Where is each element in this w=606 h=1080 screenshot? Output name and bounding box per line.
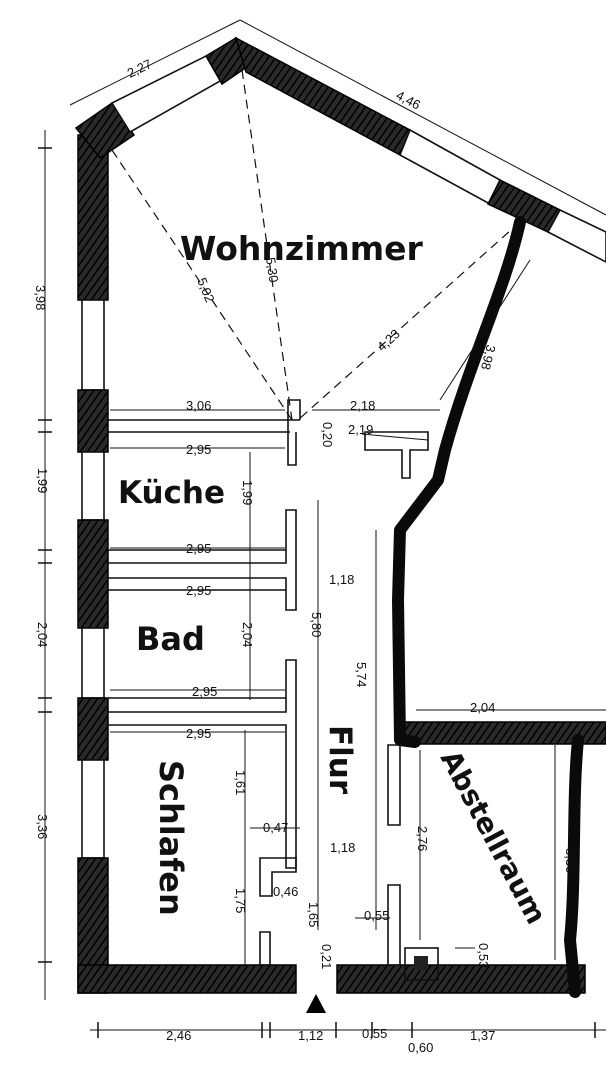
- dim-bottom-2-46: 2,46: [166, 1028, 191, 1043]
- window-far-right: [546, 208, 606, 263]
- wall-bottom-right: [336, 964, 586, 994]
- window-left-3: [81, 627, 105, 699]
- dim-kitchen-top: 3,06: [186, 398, 211, 413]
- wall-bottom-left: [77, 964, 297, 994]
- dim-door-1-18-a: 1,18: [329, 572, 354, 587]
- dim-bottom-1-37: 1,37: [470, 1028, 495, 1043]
- chimney: [404, 947, 439, 981]
- dim-left-wohnzimmer: 3,98: [33, 285, 48, 310]
- dim-bottom-1-12: 1,12: [298, 1028, 323, 1043]
- dim-diag-5-02: 5,02: [194, 276, 217, 305]
- dim-small-0-21: 0,21: [319, 944, 334, 969]
- room-label-schlafen: Schlafen: [152, 760, 190, 916]
- dim-small-0-53: 0,53: [476, 943, 491, 968]
- dim-bottom-0-60: 0,60: [408, 1040, 433, 1055]
- dim-abstell-3-30: 3,30: [563, 848, 578, 873]
- chimney-flue: [414, 956, 428, 970]
- dim-kitchen-wall-1: 2,95: [186, 442, 211, 457]
- dim-diag-4-23: 4,23: [374, 326, 403, 354]
- dim-flur-1-65: 1,65: [306, 902, 321, 927]
- room-label-flur: Flur: [322, 725, 358, 795]
- room-label-abstellraum: Abstellraum: [434, 745, 553, 930]
- wall-left-schlafen: [77, 697, 109, 761]
- wall-left-kitchen: [77, 389, 109, 453]
- partition-walls: [108, 399, 439, 981]
- dim-kitchen-wall-2: 2,95: [186, 541, 211, 556]
- dim-abstell-2-76: 2,76: [415, 826, 430, 851]
- dim-flur-5-74: 5,74: [354, 662, 369, 687]
- dim-bad-inner: 2,04: [240, 622, 255, 647]
- window-left-2: [81, 451, 105, 521]
- dim-gap-2-18: 2,18: [350, 398, 375, 413]
- dimension-lines: [44, 19, 606, 1031]
- dim-kueche-inner: 1,99: [240, 480, 255, 505]
- window-top-right: [398, 128, 502, 206]
- wall-corner-left: [74, 101, 136, 160]
- dim-schlafen-1-61: 1,61: [233, 770, 248, 795]
- dim-small-0-20: 0,20: [320, 422, 335, 447]
- wall-flur-heavy: [392, 216, 526, 748]
- room-label-wohnzimmer: Wohnzimmer: [180, 229, 424, 268]
- dim-right-3-98: 3,98: [478, 343, 499, 371]
- dim-bottom-0-55: 0,55: [362, 1026, 387, 1041]
- dim-top-left-wall: 2,27: [125, 56, 154, 81]
- dim-flur-5-80: 5,80: [309, 612, 324, 637]
- wall-abstell-heavy: [564, 734, 584, 998]
- dim-gap-2-19: 2,19: [348, 422, 373, 437]
- dim-small-0-55-a: 0,55: [364, 908, 389, 923]
- dim-schlafen-1-75: 1,75: [233, 888, 248, 913]
- dim-abstell-top: 2,04: [470, 700, 495, 715]
- outer-walls: [74, 36, 606, 994]
- room-label-bad: Bad: [136, 620, 205, 658]
- dim-small-0-46: 0,46: [273, 884, 298, 899]
- dim-small-0-47: 0,47: [263, 820, 288, 835]
- dim-diag-5-30: 5,30: [263, 256, 281, 283]
- room-label-kueche: Küche: [118, 475, 225, 511]
- dim-bad-wall-1: 2,95: [186, 583, 211, 598]
- dim-left-schlafen: 3,36: [35, 814, 50, 839]
- dim-bad-wall-2: 2,95: [192, 684, 217, 699]
- entrance-arrow-icon: [306, 994, 326, 1013]
- dim-door-1-18-b: 1,18: [330, 840, 355, 855]
- wall-left-upper: [77, 134, 109, 301]
- dim-left-kueche: 1,99: [35, 468, 50, 493]
- diagonal-dashes: [111, 69, 521, 421]
- dim-top-right-wall: 4,46: [394, 87, 423, 112]
- dim-left-bad: 2,04: [35, 622, 50, 647]
- tick-marks: [38, 147, 596, 1038]
- wall-left-bad: [77, 519, 109, 629]
- dim-schlafen-wall: 2,95: [186, 726, 211, 741]
- window-left-1: [81, 299, 105, 391]
- window-left-4: [81, 759, 105, 859]
